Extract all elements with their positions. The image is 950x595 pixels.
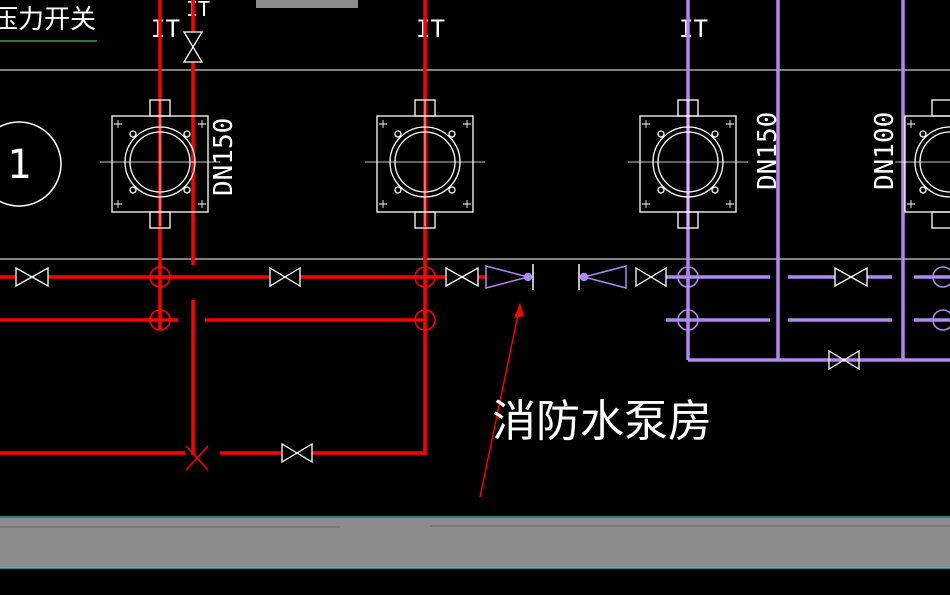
pump-icon[interactable] <box>365 99 485 229</box>
pump-icon[interactable] <box>100 99 220 229</box>
gate-valve-icon[interactable] <box>281 442 313 464</box>
pump-room-label: 消防水泵房 <box>492 396 712 447</box>
section-circle-number: 1 <box>7 142 31 188</box>
dn-label-pump3: DN150 <box>753 112 783 190</box>
pipe-cross-icon <box>185 445 209 471</box>
pipe-tag-3: IT <box>416 15 445 43</box>
annotation-leader <box>479 304 521 498</box>
top-left-label: 压力开关 <box>0 5 96 35</box>
red-piping <box>0 0 486 455</box>
dn-label-right: DN100 <box>870 112 900 190</box>
purple-piping <box>666 0 950 362</box>
check-valve-icon[interactable] <box>578 264 627 290</box>
purple-junctions <box>677 266 950 331</box>
red-junctions <box>149 266 436 331</box>
gate-valve-icon[interactable] <box>15 266 49 288</box>
section-circle-mark <box>0 121 62 207</box>
gate-valve-icon[interactable] <box>269 266 301 288</box>
dn-label-pump1: DN150 <box>209 118 239 196</box>
gate-valve-icon[interactable] <box>834 266 868 288</box>
gate-valve-icon[interactable] <box>182 31 204 63</box>
pump-icon[interactable] <box>895 99 950 229</box>
pump-icon[interactable] <box>628 99 748 229</box>
pipe-tag-1: IT <box>151 15 180 43</box>
annotation-arrowhead <box>514 303 524 318</box>
check-valve-icon[interactable] <box>485 264 534 290</box>
gate-valve-icon[interactable] <box>445 266 479 288</box>
top-gray-bar <box>256 0 358 8</box>
gate-valve-icon[interactable] <box>828 349 860 371</box>
pipe-tag-4: IT <box>679 15 708 43</box>
pipe-tag-2: IT <box>186 0 210 21</box>
gate-valve-icon[interactable] <box>635 266 667 288</box>
